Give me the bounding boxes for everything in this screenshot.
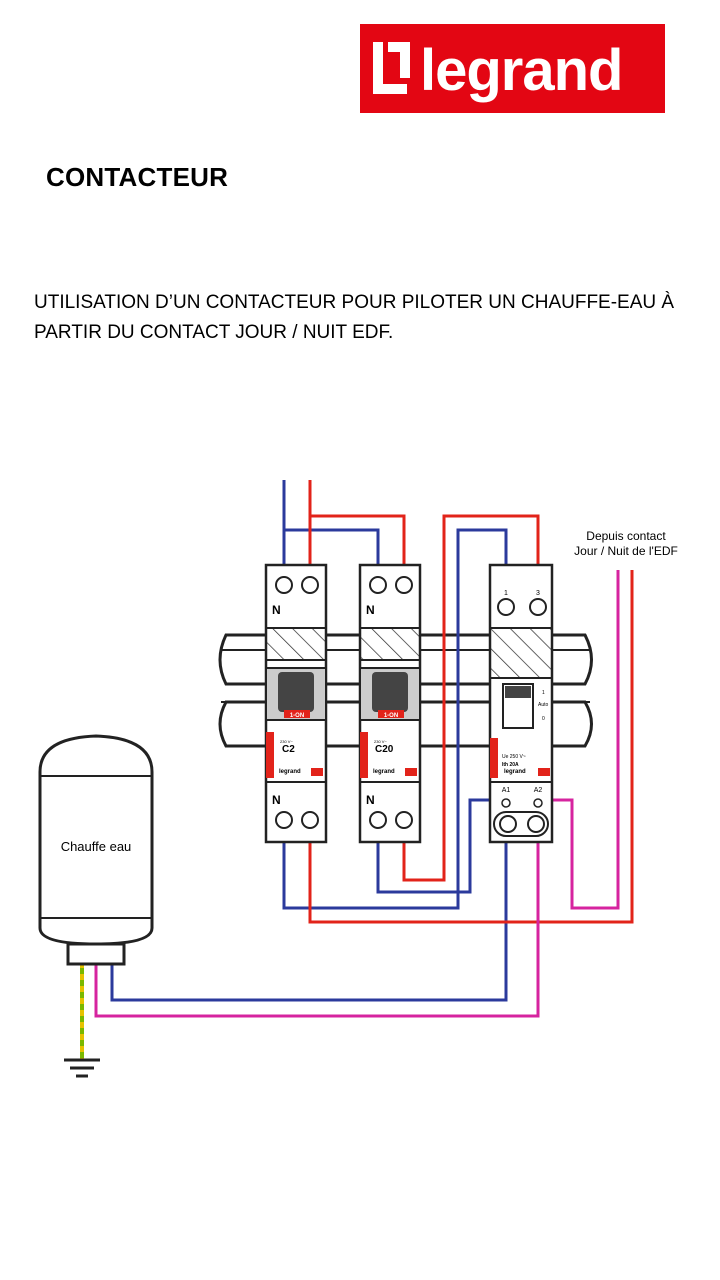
breaker-voltage-label: 230 V~	[374, 739, 387, 744]
breaker-neutral-label: N	[272, 603, 281, 617]
page-description: UTILISATION D’UN CONTACTEUR POUR PILOTER…	[34, 292, 675, 343]
breaker-brand-label: legrand	[279, 769, 301, 775]
screw-icon	[275, 811, 293, 829]
breaker-brand-label: legrand	[373, 769, 395, 775]
contactor-terminal-label: 1	[504, 590, 508, 597]
wiring-diagram: N 1-ON C2 230 V~ legrand N N 1-ON C20 23…	[38, 480, 678, 1078]
breaker-status-label: 1-ON	[384, 713, 398, 719]
contactor-a2-label: A2	[534, 787, 543, 794]
contactor-switch-label: Auto	[538, 702, 549, 708]
screw-icon	[499, 815, 517, 833]
screw-icon	[529, 598, 547, 616]
phase-wires	[308, 480, 634, 924]
control-wires	[94, 570, 620, 1018]
screw-icon	[395, 576, 413, 594]
contactor-ue-label: Ue 250 V~	[502, 754, 526, 760]
circuit-breaker-c20: N 1-ON C20 230 V~ legrand N	[358, 563, 422, 844]
contactor-terminal-label: 3	[536, 590, 540, 597]
screw-icon	[301, 811, 319, 829]
edf-contact-label-line2: Jour / Nuit de l'EDF	[574, 544, 678, 558]
edf-contact-label-line1: Depuis contact	[586, 529, 666, 543]
water-heater-label: Chauffe eau	[61, 839, 132, 854]
contactor-a1-label: A1	[502, 787, 511, 794]
screw-icon	[395, 811, 413, 829]
screw-icon	[275, 576, 293, 594]
legrand-logo-mark: legrand	[373, 38, 624, 103]
screw-icon	[527, 815, 545, 833]
svg-text:legrand: legrand	[420, 38, 623, 103]
breaker-neutral-label: N	[366, 603, 375, 617]
contactor-switch-label: 1	[542, 690, 545, 696]
contactor: 1 3 1 Auto 0 Ue 250 V~ Ith 20A legrand A…	[488, 563, 554, 844]
breaker-voltage-label: 230 V~	[280, 739, 293, 744]
contactor-brand-label: legrand	[504, 769, 526, 775]
water-heater: Chauffe eau	[38, 734, 154, 966]
screw-icon	[301, 576, 319, 594]
earth-wire	[64, 962, 100, 1078]
breaker-rating-label: C20	[375, 744, 394, 755]
contactor-ith-label: Ith 20A	[502, 762, 519, 768]
contactor-switch-label: 0	[542, 716, 545, 722]
breaker-neutral-label: N	[366, 793, 375, 807]
legrand-logo: legrand	[360, 24, 665, 113]
screw-icon	[497, 598, 515, 616]
breaker-rating-label: C2	[282, 744, 295, 755]
screw-icon	[369, 811, 387, 829]
screw-icon	[369, 576, 387, 594]
breaker-status-label: 1-ON	[290, 713, 304, 719]
circuit-breaker-c2: N 1-ON C2 230 V~ legrand N	[264, 563, 328, 844]
page-title: CONTACTEUR	[46, 162, 229, 192]
breaker-neutral-label: N	[272, 793, 281, 807]
